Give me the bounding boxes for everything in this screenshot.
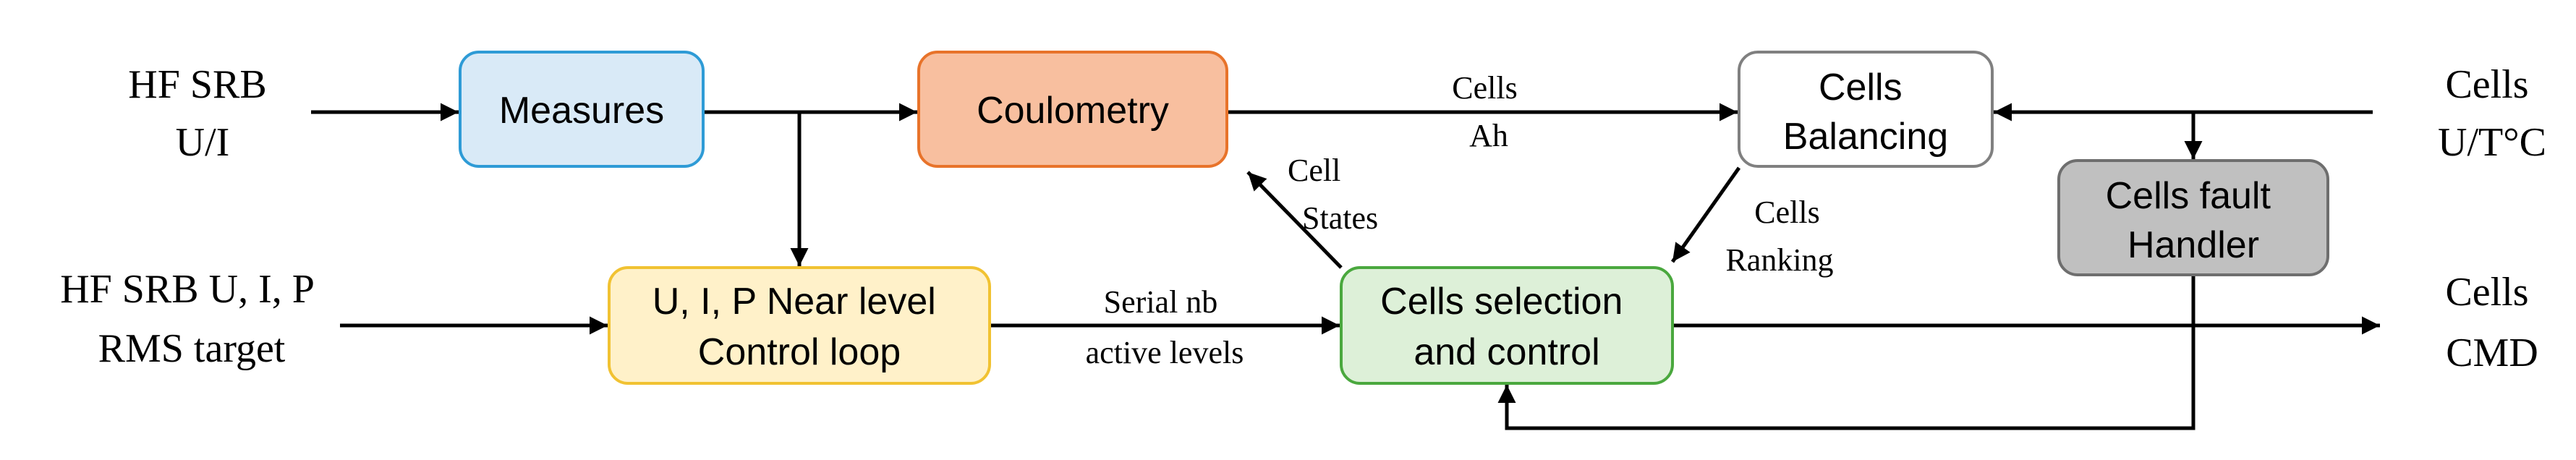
coulometry-block: Coulometry [917,51,1228,168]
cells-balancing-label: Cells Balancing [1783,67,1948,158]
near-level-control-loop-block: U, I, P Near level Control loop [608,266,991,385]
near-level-control-loop-label: U, I, P Near level Control loop [652,281,947,373]
cells-fault-handler-label: Cells fault Handler [2106,175,2282,266]
output-cells-utc-label: Cells U/T°C [2438,62,2546,165]
label-cells-ranking: Cells Ranking [1725,195,1833,278]
label-serial-nb-active-levels: Serial nb active levels [1086,284,1244,370]
label-cell-states: Cell States [1288,153,1378,236]
input-hf-srb-ui-label: HF SRB U/I [128,62,276,165]
cells-fault-handler-block: Cells fault Handler [2057,159,2329,276]
coulometry-label: Coulometry [977,90,1169,132]
arrow-selection-to-coulometry [1246,171,1343,269]
cells-balancing-block: Cells Balancing [1738,51,1994,168]
cells-selection-control-block: Cells selection and control [1340,266,1674,385]
arrow-balancing-to-selection [1670,166,1741,263]
measures-block: Measures [459,51,705,168]
measures-label: Measures [499,90,664,132]
label-cells-ah: Cells Ah [1452,70,1525,153]
arrow-fault-handler-to-selection [1497,276,2195,430]
output-cells-cmd-label: Cells CMD [2445,270,2538,375]
cells-selection-control-label: Cells selection and control [1380,281,1633,373]
input-hf-srb-target-label: HF SRB U, I, P RMS target [60,267,323,371]
